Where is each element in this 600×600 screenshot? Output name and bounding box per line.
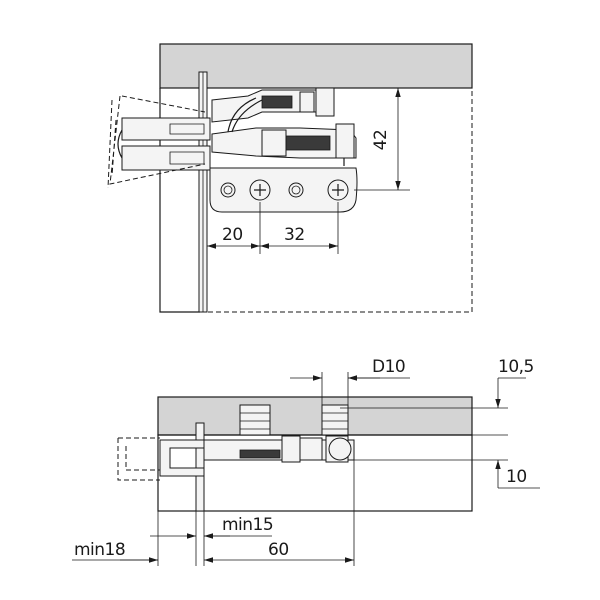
- top-view: 20 32 42: [107, 43, 473, 313]
- dowels: [239, 404, 349, 436]
- door-cup: [117, 117, 211, 171]
- front-cabinet-body: [157, 434, 473, 512]
- spring-2: [283, 135, 331, 151]
- dim-10-label: 10: [506, 467, 527, 487]
- dim-vertical-front: 10,5 10: [340, 357, 540, 489]
- dim-10-5-label: 10,5: [498, 357, 534, 377]
- hole-2: [288, 182, 304, 198]
- hinge-mechanism: [211, 87, 357, 166]
- dim-42-label: 42: [371, 130, 391, 151]
- cabinet-outline-dashed: [200, 88, 473, 313]
- dim-60-label: 60: [268, 540, 289, 560]
- dim-min15-label: min15: [222, 515, 273, 535]
- dim-min18-label: min18: [74, 540, 125, 560]
- spring-1: [261, 95, 293, 109]
- dim-d10: D10: [290, 357, 410, 405]
- front-top-panel: [157, 396, 473, 436]
- hole-1: [220, 182, 236, 198]
- door-bracket: [159, 439, 205, 477]
- dim-20-label: 20: [222, 225, 243, 245]
- dim-32-label: 32: [284, 225, 305, 245]
- dim-horizontal-top: 20 32: [206, 202, 339, 254]
- front-hinge-mechanism: [203, 435, 355, 463]
- top-panel: [159, 43, 473, 89]
- door-open-outline: [107, 95, 206, 189]
- dim-d10-label: D10: [372, 357, 405, 377]
- door-bracket-outline: [117, 437, 160, 481]
- front-side-board: [195, 422, 205, 512]
- mounting-plate: [209, 167, 358, 213]
- dim-horizontal-front: min15 min18 60: [72, 460, 355, 566]
- dim-42: 42: [338, 87, 410, 191]
- front-view: D10 10,5 10 min15 min18: [72, 357, 540, 566]
